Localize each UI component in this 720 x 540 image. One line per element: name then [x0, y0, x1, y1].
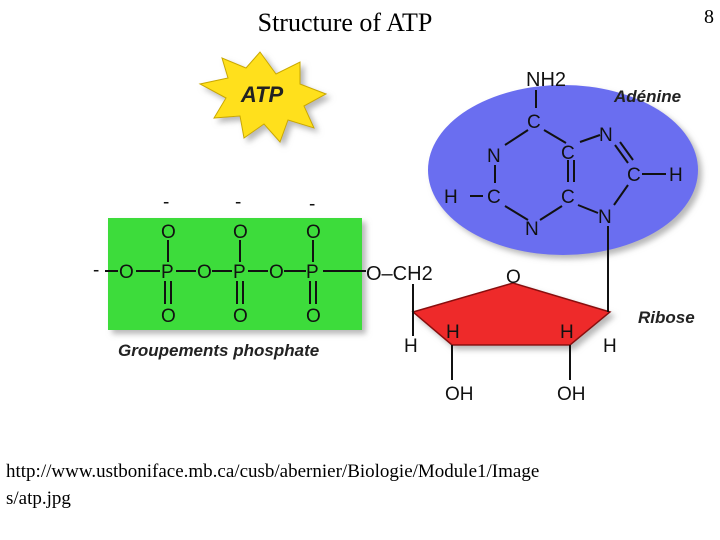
page-number: 8 — [704, 6, 714, 28]
atom-o: O — [161, 222, 176, 243]
atom-c: C — [487, 187, 501, 208]
atom-o: O — [506, 267, 521, 288]
atom-h: H — [446, 322, 460, 343]
atom-o: O — [233, 222, 248, 243]
phosphate-label: Groupements phosphate — [118, 341, 319, 360]
adenine-atoms: NH2 C N C N C H H C C N N — [444, 69, 683, 240]
bond-lines — [105, 90, 666, 380]
atom-n: N — [525, 219, 539, 240]
atom-c: C — [527, 112, 541, 133]
atom-h: H — [444, 187, 458, 208]
atom-c: C — [561, 187, 575, 208]
phosphate-block — [108, 218, 362, 330]
atp-badge-label: ATP — [240, 82, 284, 107]
phosphate-atoms: - - - - O O O O P O P O P O O O O–CH2 — [93, 192, 433, 327]
adenine-ellipse — [428, 85, 698, 255]
atom-oh: OH — [557, 384, 586, 405]
atom-n: N — [599, 125, 613, 146]
slide-title: Structure of ATP — [257, 8, 433, 37]
atom-n: N — [487, 146, 501, 167]
atom-nh2: NH2 — [526, 69, 566, 91]
atom-h: H — [560, 322, 574, 343]
adenine-label: Adénine — [613, 87, 681, 106]
atom-o-ch2: O–CH2 — [366, 263, 433, 285]
source-url-line1: http://www.ustboniface.mb.ca/cusb/aberni… — [6, 461, 540, 482]
atom-c: C — [561, 143, 575, 164]
atom-c: C — [627, 165, 641, 186]
charge-minus: - — [93, 260, 99, 281]
ribose-pentagon — [411, 282, 612, 346]
atom-p: P — [233, 262, 246, 283]
atom-o: O — [269, 262, 284, 283]
ribose-atoms: O H H H H OH OH — [404, 267, 617, 405]
atom-oh: OH — [445, 384, 474, 405]
source-citation: http://www.ustboniface.mb.ca/cusb/aberni… — [6, 458, 696, 512]
atom-o: O — [306, 306, 321, 327]
source-url-line2: s/atp.jpg — [6, 488, 71, 509]
atom-p: P — [161, 262, 174, 283]
charge-minus: - — [163, 192, 169, 213]
atom-h: H — [603, 336, 617, 357]
atom-h: H — [404, 336, 418, 357]
atom-o: O — [197, 262, 212, 283]
atom-o: O — [119, 262, 134, 283]
charge-minus: - — [309, 194, 315, 215]
ribose-label: Ribose — [638, 308, 695, 327]
charge-minus: - — [235, 192, 241, 213]
atom-o: O — [161, 306, 176, 327]
atom-h: H — [669, 165, 683, 186]
atom-o: O — [233, 306, 248, 327]
atp-badge: ATP — [198, 51, 328, 143]
atom-p: P — [306, 262, 319, 283]
starburst-shape — [198, 51, 328, 143]
atom-o: O — [306, 222, 321, 243]
atom-n: N — [598, 207, 612, 228]
